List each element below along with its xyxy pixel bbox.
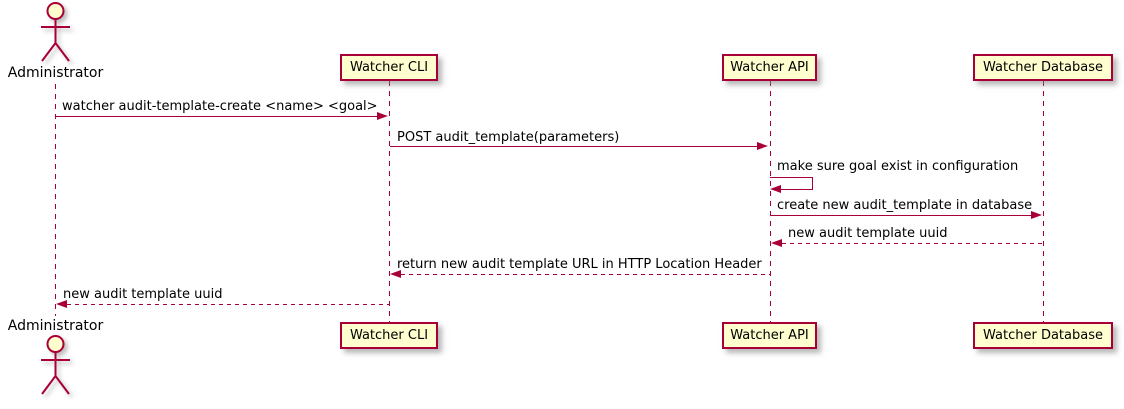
message-2-line xyxy=(390,146,757,147)
message-arrowhead xyxy=(1031,211,1042,219)
actor-label-top: Administrator xyxy=(7,65,104,81)
message-6-line xyxy=(401,274,770,275)
message-arrowhead xyxy=(757,142,768,150)
message-arrowhead xyxy=(771,239,782,247)
message-3-line xyxy=(781,189,813,190)
message-5-line xyxy=(782,243,1043,244)
message-3-line xyxy=(770,177,813,178)
actor-icon xyxy=(41,335,70,395)
participant-top-watcher-api: Watcher API xyxy=(722,54,817,81)
message-3-label: make sure goal exist in configuration xyxy=(777,159,1019,174)
participant-top-watcher-cli: Watcher CLI xyxy=(340,54,438,81)
lifeline-watcher-cli xyxy=(389,81,390,322)
message-arrowhead xyxy=(377,112,388,120)
message-5-label: new audit template uuid xyxy=(788,226,948,241)
lifeline-administrator xyxy=(55,84,56,316)
message-7-label: new audit template uuid xyxy=(63,287,223,302)
message-arrowhead xyxy=(56,300,67,308)
message-arrowhead xyxy=(390,270,401,278)
message-1-line xyxy=(56,116,377,117)
participant-bottom-watcher-api: Watcher API xyxy=(722,322,817,349)
message-2-label: POST audit_template(parameters) xyxy=(397,130,620,145)
message-3-line xyxy=(812,177,813,190)
lifeline-watcher-api xyxy=(770,81,771,322)
message-6-label: return new audit template URL in HTTP Lo… xyxy=(397,257,762,272)
actor-label-bottom: Administrator xyxy=(7,318,104,334)
actor-icon xyxy=(41,2,70,62)
message-7-line xyxy=(67,304,389,305)
message-arrowhead xyxy=(770,185,781,193)
participant-bottom-watcher-database: Watcher Database xyxy=(973,322,1113,349)
message-4-line xyxy=(771,215,1032,216)
message-4-label: create new audit_template in database xyxy=(777,198,1033,213)
participant-top-watcher-database: Watcher Database xyxy=(973,54,1113,81)
lifeline-watcher-database xyxy=(1043,81,1044,322)
message-1-label: watcher audit-template-create <name> <go… xyxy=(62,99,378,114)
participant-bottom-watcher-cli: Watcher CLI xyxy=(340,322,438,349)
